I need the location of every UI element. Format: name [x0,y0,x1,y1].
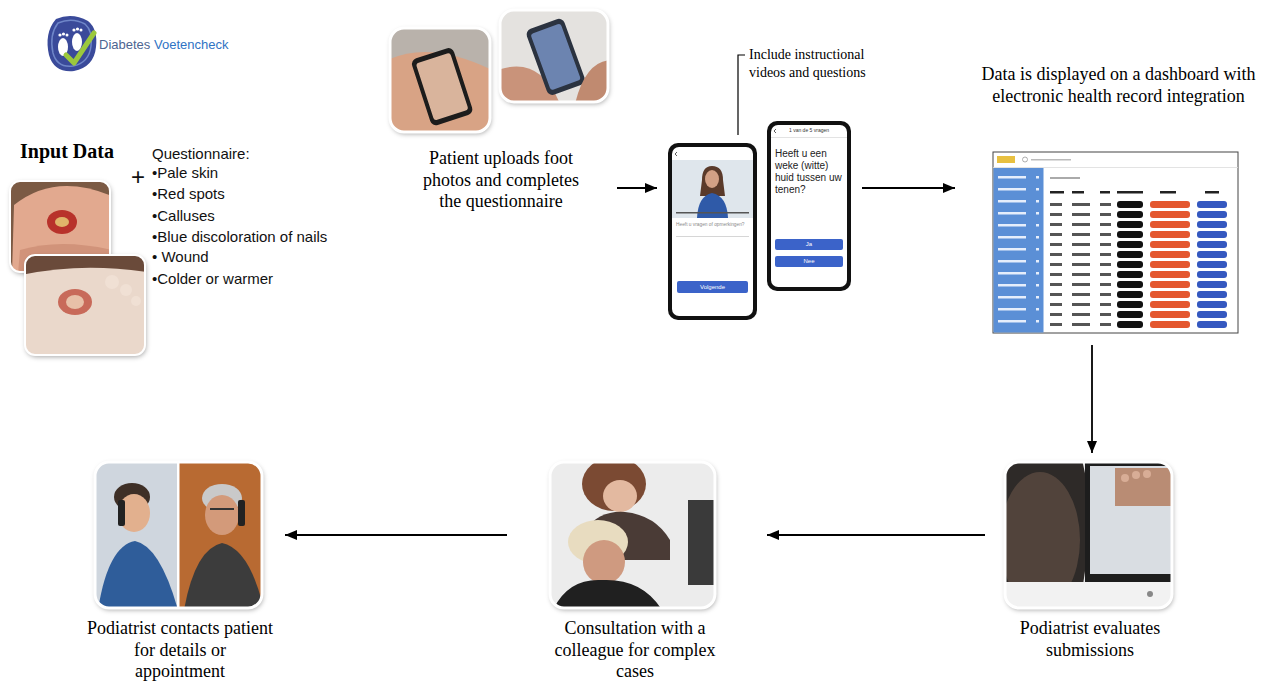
text-slot: •Red spots [152,184,225,204]
text-slot: Include instructional videos and questio… [749,46,899,82]
text-slot: •Calluses [152,206,215,226]
text-slot: Ja [775,239,843,250]
step-caption: Data is displayed on a dashboard with el… [981,64,1256,107]
text-slot: + [131,164,145,190]
callout-bracket [738,55,745,135]
logo-icon [48,16,97,71]
text-slot: Diabetes [99,37,150,53]
questionnaire-list: Questionnaire:•Pale skin•Red spots•Callu… [148,140,383,295]
process-step: Consultation with a colleague for comple… [537,455,735,687]
consultation-photo [550,457,717,610]
flow-arrow [767,534,985,536]
phone-call-photo [95,462,264,610]
button-text: Ja [775,239,843,250]
text-slot: Voetencheck [154,37,228,53]
text-slot: Input Data [20,139,114,163]
step-caption: Podiatrist evaluates submissions [990,618,1190,661]
text-slot: Nee [775,256,843,267]
step-caption: Consultation with a colleague for comple… [537,618,733,683]
logo-text: Diabetes [99,37,150,53]
text-slot: Questionnaire: [152,144,250,164]
list-item: •Calluses [152,206,215,226]
logo-text: Voetencheck [154,37,228,53]
text-slot: Podiatrist contacts patient for details … [87,618,273,683]
text-slot: Volgende [677,281,748,293]
text-slot: Consultation with a colleague for comple… [537,618,733,683]
button-text: Nee [775,256,843,267]
callout-note: Include instructional videos and questio… [749,46,899,82]
podiatrist-photo [1000,460,1175,610]
text-slot: Data is displayed on a dashboard with el… [981,64,1256,107]
flow-arrow [285,534,507,536]
foot-photo [22,255,147,357]
process-step: Patient uploads foot photos and complete… [385,8,617,218]
screen-question: Heeft u een weke (witte) huid tussen uw … [775,148,845,196]
step-caption: Patient uploads foot photos and complete… [411,148,591,213]
phone-app-step: Heeft u vragen of opmerkingen? Volgende 1 … [660,118,858,324]
process-step: Podiatrist contacts patient for details … [82,455,278,687]
list-item: •Colder or warmer [152,269,273,289]
flow-arrow [1091,345,1093,453]
list-heading: Questionnaire: [152,144,250,164]
text-slot: Heeft u vragen of opmerkingen? [676,222,752,228]
text-slot: • Wound [152,247,209,267]
input-data-group: Input Data [8,135,148,360]
group-heading: Input Data [20,139,114,163]
screen-text: Heeft u vragen of opmerkingen? [676,222,752,228]
phone-mockup [668,143,757,320]
phone-photo [388,28,492,134]
process-step: Podiatrist evaluates submissions [990,455,1192,675]
text-slot: •Colder or warmer [152,269,273,289]
button-text: Volgende [677,281,748,293]
phone-photo [498,10,610,104]
list-item: •Pale skin [152,163,218,183]
text-slot: •Pale skin [152,163,218,183]
text-slot: Podiatrist evaluates submissions [990,618,1190,661]
text-slot: Heeft u een weke (witte) huid tussen uw … [775,148,845,196]
text-slot: •Blue discoloration of nails [152,227,327,247]
screen-header: 1 van de 5 vragen [771,127,847,133]
text-slot: 1 van de 5 vragen [771,127,847,133]
plus-sign: + [131,164,145,190]
list-item: • Wound [152,247,209,267]
dashboard-screenshot [993,152,1238,333]
text-slot: Patient uploads foot photos and complete… [411,148,591,213]
step-caption: Podiatrist contacts patient for details … [87,618,273,683]
process-step: Data is displayed on a dashboard with el… [955,60,1258,340]
flow-arrow [617,187,657,189]
list-item: •Blue discoloration of nails [152,227,327,247]
flow-arrow [862,187,955,189]
list-item: •Red spots [152,184,225,204]
phone-mockup [767,121,851,291]
